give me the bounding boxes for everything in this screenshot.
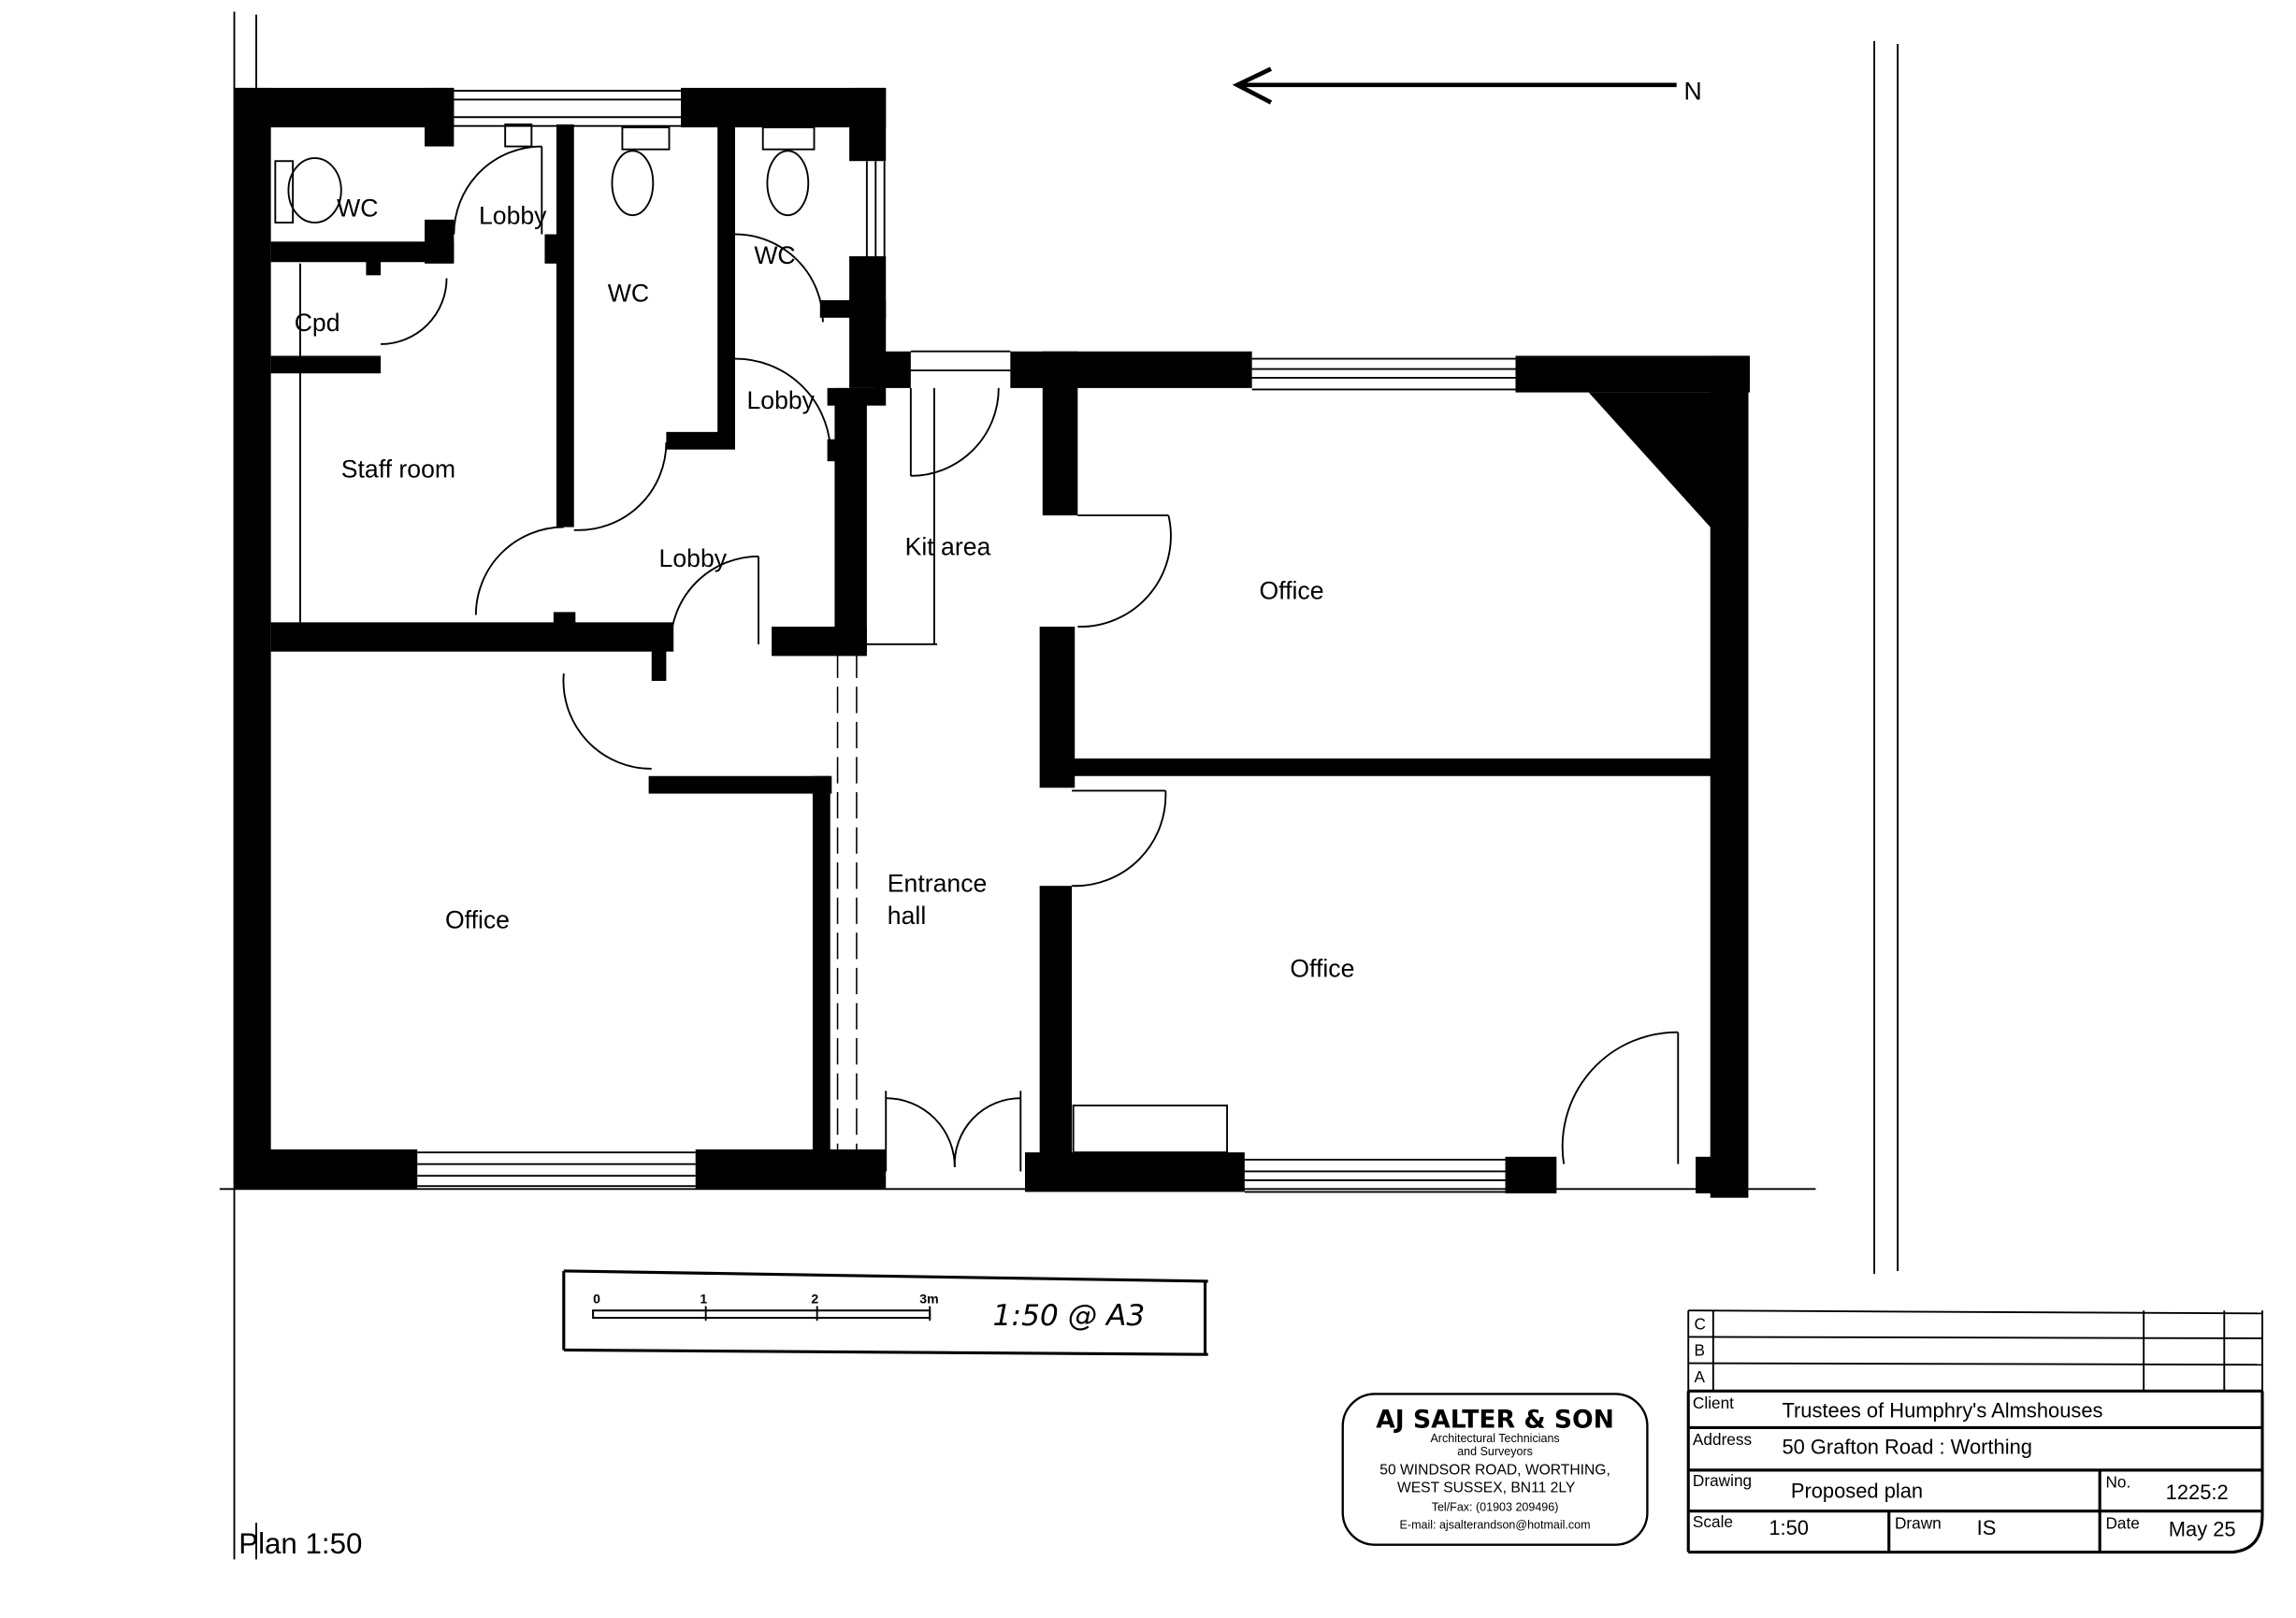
scale-value: 1:50 <box>1769 1516 1809 1539</box>
date-value: May 25 <box>2169 1517 2236 1540</box>
drawn-value: IS <box>1977 1516 1997 1539</box>
scale-note: 1:50 @ A3 <box>993 1299 1146 1333</box>
drawing-value: Proposed plan <box>1791 1480 1923 1503</box>
scale-tick-3m: 3m <box>919 1291 938 1306</box>
toilet-icon <box>611 150 655 217</box>
fixtures <box>274 123 1228 1157</box>
plan-scale-label: Plan 1:50 <box>238 1527 362 1560</box>
window-top-left <box>454 90 682 127</box>
room-label-office-se: Office <box>1290 954 1354 982</box>
window-office-se <box>1244 1159 1506 1193</box>
address-value: 50 Grafton Road : Worthing <box>1782 1436 2032 1459</box>
doors <box>381 145 1680 1172</box>
room-label-office-w: Office <box>445 906 510 934</box>
date-label: Date <box>2105 1513 2139 1532</box>
room-label-office-ne: Office <box>1259 576 1323 604</box>
scale-label: Scale <box>1693 1512 1733 1531</box>
drawn-label: Drawn <box>1895 1513 1942 1532</box>
window-office-w <box>417 1151 696 1188</box>
client-label: Client <box>1693 1394 1734 1412</box>
company-subtitle-1: Architectural Technicians <box>1430 1432 1559 1445</box>
toilet-icon <box>287 157 342 224</box>
walls <box>234 87 1750 1198</box>
room-label-entrance-hall-line2: hall <box>888 902 926 930</box>
scale-tick-0: 0 <box>593 1291 600 1306</box>
scale-bar: 0 1 2 3m 1:50 @ A3 <box>562 1269 1208 1356</box>
revision-a: A <box>1695 1367 1706 1386</box>
revision-c: C <box>1695 1315 1706 1334</box>
window-office-ne <box>1251 357 1516 391</box>
address-label: Address <box>1693 1430 1752 1449</box>
north-arrow: N <box>1232 66 1702 105</box>
windows <box>417 90 1516 1193</box>
company-address-1: 50 WINDSOR ROAD, WORTHING, <box>1379 1463 1610 1479</box>
company-subtitle-2: and Surveyors <box>1457 1445 1533 1458</box>
number-label: No. <box>2105 1473 2130 1492</box>
company-email: E-mail: ajsalterandson@hotmail.com <box>1400 1518 1591 1531</box>
company-stamp: AJ SALTER & SON Architectural Technician… <box>1341 1393 1649 1546</box>
toilet-icon <box>766 150 810 217</box>
room-label-wc-2: WC <box>608 280 649 308</box>
room-label-wc-3: WC <box>754 241 795 269</box>
room-label-lobby-3: Lobby <box>659 544 728 572</box>
room-label-lobby-2: Lobby <box>747 386 816 414</box>
company-address-2: WEST SUSSEX, BN11 2LY <box>1397 1480 1576 1495</box>
room-label-cpd: Cpd <box>295 309 340 337</box>
scale-tick-1: 1 <box>700 1291 707 1306</box>
revision-b: B <box>1695 1341 1706 1360</box>
number-value: 1225:2 <box>2166 1481 2229 1504</box>
sink-icon <box>504 123 533 148</box>
company-phone: Tel/Fax: (01903 209496) <box>1432 1501 1559 1514</box>
window-wc-3 <box>865 161 886 256</box>
drawing-label: Drawing <box>1693 1471 1752 1490</box>
room-label-kit-area: Kit area <box>905 532 991 560</box>
scale-tick-2: 2 <box>811 1291 818 1306</box>
north-label: N <box>1684 77 1702 105</box>
room-label-lobby-1: Lobby <box>479 202 547 230</box>
room-label-entrance-hall-line1: Entrance <box>888 869 988 897</box>
room-label-staff-room: Staff room <box>341 455 455 483</box>
room-labels: WC Lobby WC WC Cpd Lobby Staff room Kit … <box>295 195 1355 983</box>
window-kit-area <box>910 350 1011 372</box>
company-name: AJ SALTER & SON <box>1376 1405 1614 1434</box>
room-label-wc-1: WC <box>337 195 378 223</box>
client-value: Trustees of Humphry's Almshouses <box>1782 1399 2102 1423</box>
title-block: C B A Client Trustees of Humphry's Almsh… <box>1686 1309 2264 1554</box>
